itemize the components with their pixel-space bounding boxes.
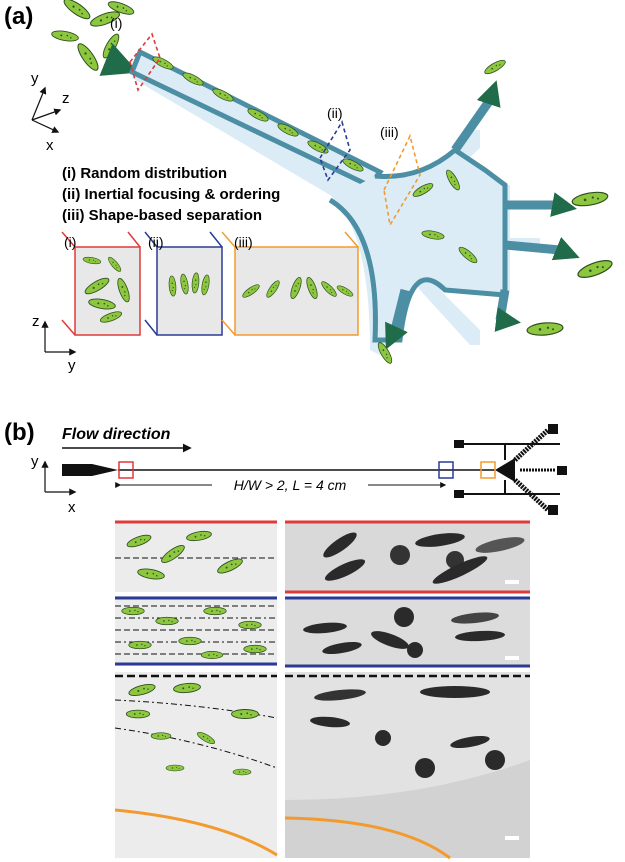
schematic-view-ii bbox=[115, 596, 277, 666]
cross-section-ii bbox=[144, 231, 223, 336]
svg-text:x: x bbox=[68, 499, 76, 516]
panel-b-label: (b) bbox=[4, 419, 35, 446]
legend-line-2: (ii) Inertial focusing & ordering bbox=[62, 186, 280, 203]
cross-section-i bbox=[61, 231, 141, 336]
legend-line-3: (iii) Shape-based separation bbox=[62, 207, 262, 224]
dimension-label: H/W > 2, L = 4 cm bbox=[234, 477, 347, 493]
incoming-cells bbox=[50, 0, 136, 74]
micrograph-i bbox=[285, 520, 530, 594]
svg-text:y: y bbox=[68, 357, 76, 374]
marker-ii-label: (ii) bbox=[327, 105, 343, 121]
box-iii-label: (iii) bbox=[234, 234, 253, 250]
marker-i-label: (i) bbox=[110, 15, 122, 31]
outlet-cells bbox=[375, 57, 615, 366]
flow-direction-label: Flow direction bbox=[62, 426, 171, 443]
axes-2d-a: z y bbox=[32, 313, 77, 374]
marker-i bbox=[129, 32, 161, 92]
legend-line-1: (i) Random distribution bbox=[62, 165, 227, 182]
inlet-arrow bbox=[99, 43, 139, 76]
axes-3d: y z x bbox=[31, 70, 70, 154]
micrograph-ii bbox=[285, 596, 530, 668]
svg-text:x: x bbox=[46, 137, 54, 154]
box-ii-label: (ii) bbox=[148, 234, 164, 250]
micrograph-iii bbox=[284, 672, 530, 860]
svg-text:y: y bbox=[31, 70, 39, 87]
microchannel bbox=[128, 48, 561, 355]
schematic-view-iii bbox=[114, 672, 278, 858]
box-i-label: (i) bbox=[64, 234, 76, 250]
marker-ii bbox=[319, 120, 351, 182]
schematic-view-i bbox=[115, 520, 277, 592]
marker-iii-label: (iii) bbox=[380, 124, 399, 140]
svg-text:z: z bbox=[32, 313, 40, 330]
cross-section-iii bbox=[221, 231, 359, 336]
svg-text:z: z bbox=[62, 90, 70, 107]
panel-a-label: (a) bbox=[4, 3, 33, 30]
axes-2d-b: y x bbox=[31, 453, 77, 516]
marker-iii bbox=[383, 133, 421, 228]
svg-text:y: y bbox=[31, 453, 39, 470]
channel-schematic bbox=[62, 424, 567, 515]
